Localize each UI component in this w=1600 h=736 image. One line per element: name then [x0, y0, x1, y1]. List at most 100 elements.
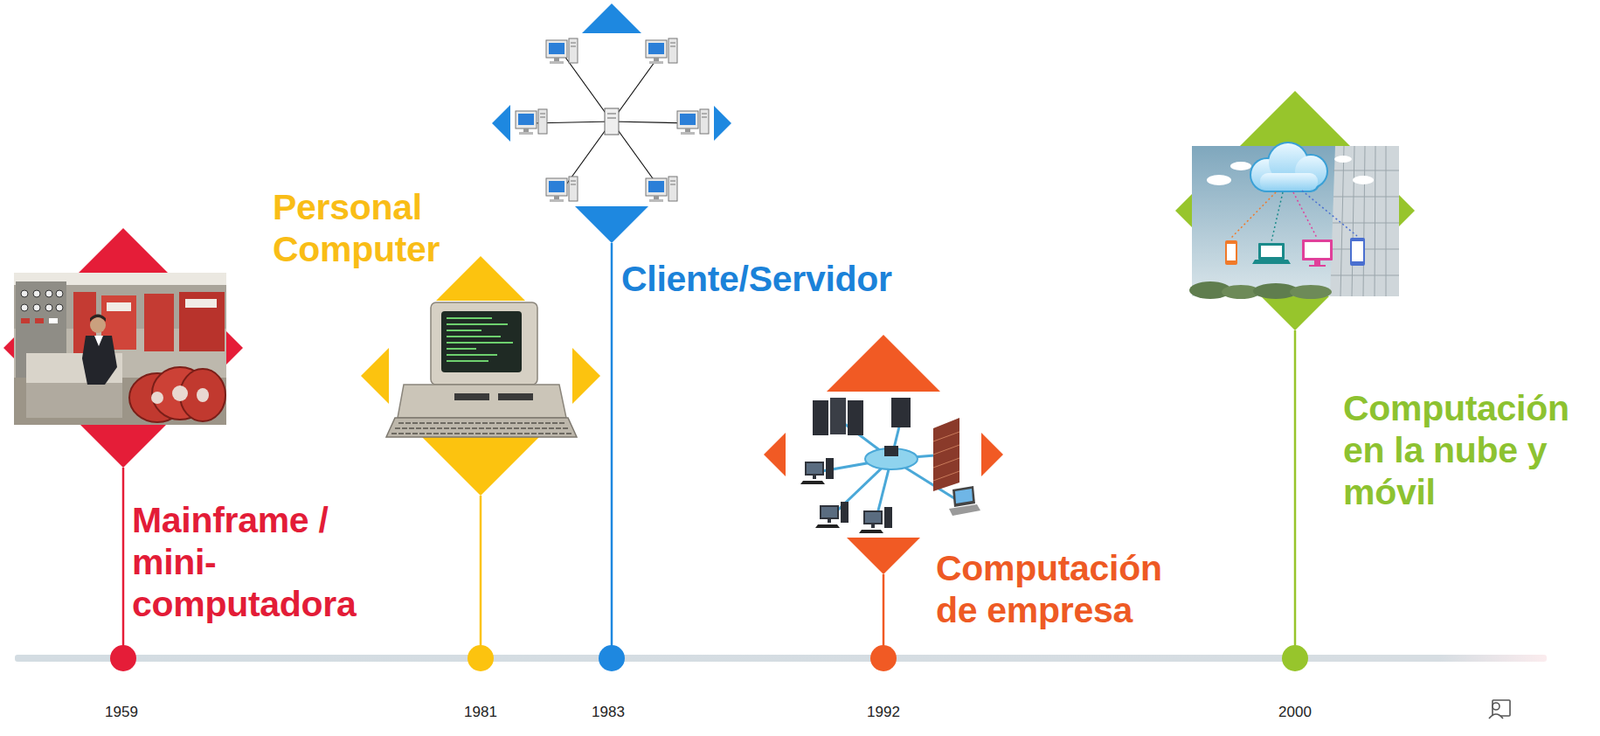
cloud-mobile-illustration-part-part: [1331, 249, 1400, 250]
enterprise-network-illustration-part: [812, 400, 829, 436]
mainframe-photo-part: [20, 304, 28, 312]
enterprise-network-illustration-part: [948, 504, 981, 516]
client-server-illustration-part: [531, 52, 693, 191]
milestone-diamond: Computación en la nube y móvil: [1175, 90, 1415, 331]
cloud-mobile-illustration-part: [1226, 243, 1236, 261]
cloud-mobile-illustration: [1189, 141, 1400, 299]
timeline-dot: [598, 644, 625, 672]
cloud-mobile-illustration-part: [1304, 242, 1330, 258]
cloud-mobile-illustration-part: [1252, 259, 1291, 264]
enterprise-network-illustration-part: [800, 457, 834, 485]
client-server-illustration-part: [604, 108, 619, 135]
enterprise-network-illustration: [785, 391, 982, 538]
milestone-diamond: Mainframe / mini-computadora: [3, 228, 243, 468]
enterprise-network-illustration-part-part: [933, 470, 960, 481]
enterprise-network-illustration-part: [933, 431, 960, 481]
mainframe-photo-part: [45, 290, 53, 298]
timeline-dot: [870, 644, 897, 672]
stem-line: [610, 242, 614, 659]
mainframe-photo-part: [151, 391, 164, 404]
cloud-mobile-illustration-part-part: [1374, 145, 1376, 297]
cloud-mobile-illustration-part-part: [1351, 145, 1355, 297]
enterprise-network-illustration-part: [884, 445, 899, 457]
corner-icon: [1489, 699, 1510, 719]
mainframe-photo-part: [34, 318, 44, 324]
pc-illustration-part: [391, 432, 572, 435]
cloud-mobile-illustration-part-part: [1333, 170, 1400, 172]
timeline-bar: [14, 654, 1547, 662]
client-server-illustration-part: [515, 109, 548, 135]
enterprise-network-illustration-part: [933, 417, 960, 492]
cloud-mobile-illustration-part: [1302, 239, 1333, 261]
pc-illustration-part: [454, 393, 490, 401]
client-server-illustration: [510, 33, 714, 207]
milestone-label: Cliente/Servidor: [621, 258, 936, 301]
cloud-mobile-illustration-part: [1289, 284, 1332, 299]
pc-illustration-part: [446, 317, 492, 319]
cloud-mobile-illustration-part: [1351, 241, 1364, 262]
mainframe-photo-part: [90, 317, 106, 333]
diamond-fill: [360, 256, 601, 496]
year-label: 2000: [1278, 703, 1312, 721]
mainframe-photo-part: [13, 272, 227, 425]
pc-illustration-part: [388, 300, 573, 437]
mainframe-photo: [13, 272, 227, 425]
cloud-mobile-illustration-part-part: [1332, 222, 1400, 224]
pc-illustration-part: [446, 347, 477, 350]
stem-line: [479, 495, 483, 659]
timeline-dot: [1281, 644, 1309, 672]
enterprise-network-illustration-part: [891, 397, 911, 428]
diamond-shape: [360, 256, 601, 496]
diamond-fill: [3, 228, 243, 468]
enterprise-network-illustration-part: [847, 400, 864, 436]
mainframe-photo-part: [179, 291, 225, 352]
mainframe-photo-part: [144, 293, 174, 352]
mainframe-photo-part: [94, 335, 104, 347]
client-server-illustration-part: [607, 113, 617, 115]
timeline-dot: [467, 644, 494, 672]
diamond-fill: [763, 334, 1004, 575]
diamond-fill: [491, 3, 732, 243]
pc-illustration-part: [446, 323, 508, 326]
mainframe-photo-part: [33, 290, 41, 298]
enterprise-network-illustration-part: [830, 397, 846, 435]
mainframe-photo-part: [90, 314, 106, 323]
cloud-mobile-illustration-part: [1206, 174, 1232, 186]
client-server-illustration-part: [645, 38, 678, 64]
mainframe-photo-part: [48, 318, 58, 324]
pc-illustration-part: [397, 384, 567, 418]
mainframe-photo-part: [82, 335, 118, 385]
pc-illustration-part: [441, 311, 522, 373]
cloud-mobile-illustration-part: [1329, 145, 1400, 297]
cloud-mobile-illustration-part-part: [1302, 190, 1358, 236]
pc-illustration-part: [430, 302, 538, 385]
mainframe-photo-part: [20, 290, 28, 298]
year-label: 1981: [464, 703, 498, 721]
timeline-dot: [110, 644, 137, 672]
cloud-mobile-illustration-part-part: [1340, 145, 1344, 297]
cloud-mobile-illustration-part-part: [1363, 145, 1365, 297]
milestone-diamond: Cliente/Servidor: [491, 3, 732, 243]
mainframe-photo-part: [172, 385, 188, 402]
enterprise-network-illustration-part-part: [933, 431, 960, 442]
pc-illustration-part: [446, 353, 498, 356]
mainframe-photo-part: [33, 304, 41, 312]
milestone-diamond: Computación de empresa: [763, 334, 1004, 575]
year-label: 1959: [104, 703, 139, 721]
pc-illustration-part: [446, 360, 489, 362]
cloud-mobile-illustration-part: [1352, 175, 1374, 185]
cloud-mobile-illustration-part: [1249, 141, 1329, 193]
stem-line: [122, 467, 125, 659]
stem-line: [1294, 330, 1297, 659]
cloud-mobile-illustration-part: [1334, 155, 1352, 163]
corner-icon-part: [1492, 702, 1500, 710]
milestone-label: Computación de empresa: [935, 547, 1181, 632]
enterprise-network-illustration-part: [815, 501, 849, 528]
milestone-diamond: Personal Computer: [360, 256, 601, 496]
cloud-mobile-illustration-part: [1260, 245, 1282, 257]
client-server-illustration-part: [645, 176, 678, 202]
cloud-mobile-illustration-part-part: [1260, 173, 1318, 191]
